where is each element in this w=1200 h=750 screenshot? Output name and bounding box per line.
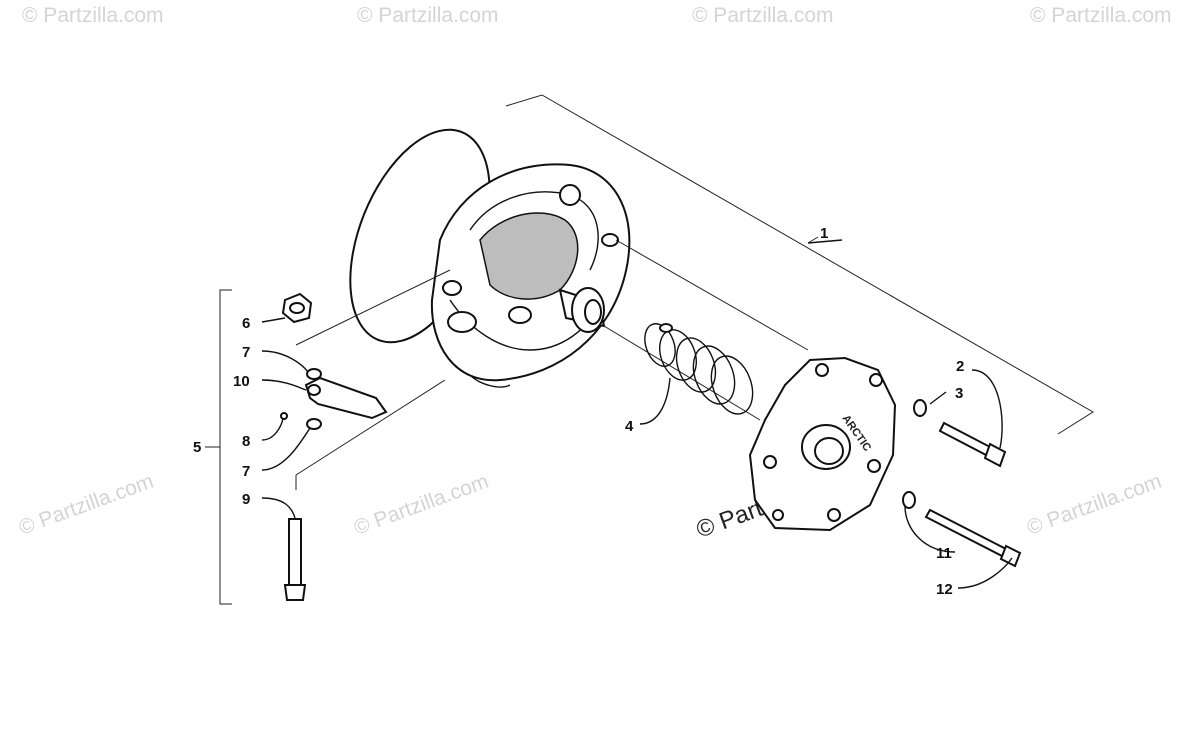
nut-6 [281,292,313,324]
pin-8 [280,412,288,420]
watermark: © Partzilla.com [1030,4,1172,27]
callout-11: 11 [936,545,952,562]
callout-8: 8 [242,433,250,450]
bolt-9 [283,518,307,601]
callout-5: 5 [193,439,201,456]
callout-9: 9 [242,491,250,508]
washer-7-lower [306,418,322,430]
leader-lines [295,239,809,490]
watermark: © Partzilla.com [16,470,157,540]
watermark: © Partzilla.com [357,4,499,27]
callout-7: 7 [242,344,250,361]
callout-labels: 1 2 3 4 5 6 7 10 8 7 9 11 12 [193,225,964,598]
assembly-bracket-5 [205,289,232,605]
callout-12: 12 [936,581,953,598]
watermark: © Partzilla.com [692,4,834,27]
callout-4: 4 [625,418,634,435]
callout-2: 2 [956,358,964,375]
callout-1: 1 [820,225,828,242]
spring [644,323,754,415]
cover-plate: ARCTIC [748,356,897,532]
washer-7-upper [306,368,322,380]
watermark: © Partzilla.com [22,4,164,27]
bolt-12 [924,508,1022,568]
callout-7-lower: 7 [242,463,250,480]
callout-6: 6 [242,315,250,332]
assembly-bracket-1 [505,94,1094,435]
clutch-sheave [349,128,631,388]
callout-leaders [261,239,1013,589]
roller-arm-10 [304,376,388,420]
callout-3: 3 [955,385,963,402]
watermark: © Partzilla.com [1024,470,1165,540]
watermark: © Partzilla.com [351,470,492,540]
washer-11 [902,491,916,509]
callout-10: 10 [233,373,250,390]
bolt-2 [938,421,1007,468]
washer-3 [913,399,927,417]
